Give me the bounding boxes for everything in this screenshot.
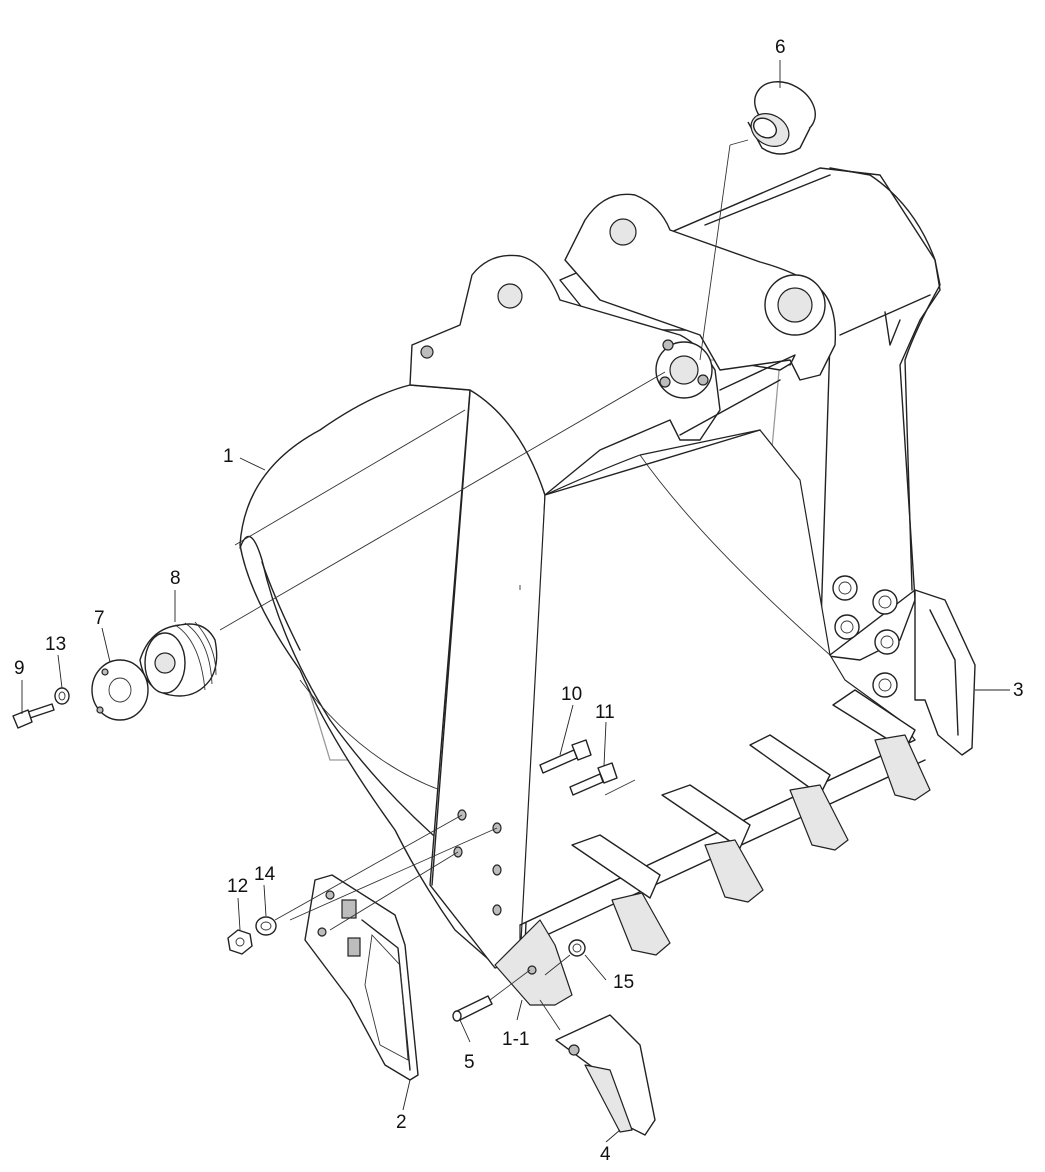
tooth-pin [452,995,493,1022]
callout-10: 10 [561,684,582,705]
bushing [747,81,816,155]
callout-9: 9 [14,658,25,679]
nut-and-washer [227,916,277,955]
callout-6: 6 [775,37,786,58]
callout-14: 14 [254,864,276,885]
tooth-point [555,1014,656,1136]
callout-3: 3 [1013,680,1024,701]
callout-2: 2 [396,1112,407,1133]
side-cutter-right [914,589,976,756]
callout-8: 8 [170,568,181,589]
callout-labels: 1 1-1 2 3 4 5 6 7 8 9 10 11 12 13 14 15 [14,37,1024,1165]
callout-4: 4 [600,1144,611,1165]
callout-leaders [21,60,1010,1143]
pin-assembly [12,621,218,729]
callout-11: 11 [595,702,615,723]
callout-1: 1 [223,446,234,467]
mounting-ears [409,193,837,496]
teeth-row [494,689,931,1006]
callout-1-1: 1-1 [502,1029,529,1050]
callout-15: 15 [613,972,634,993]
callout-5: 5 [464,1052,475,1073]
callout-13: 13 [45,634,66,655]
side-shroud-plate [304,874,419,1081]
side-cutter-bolts [539,739,618,796]
assembly-lines [219,139,749,1031]
side-bolts [832,575,900,698]
retainer-ring [568,939,586,957]
callout-7: 7 [94,608,105,629]
callout-12: 12 [227,876,248,897]
